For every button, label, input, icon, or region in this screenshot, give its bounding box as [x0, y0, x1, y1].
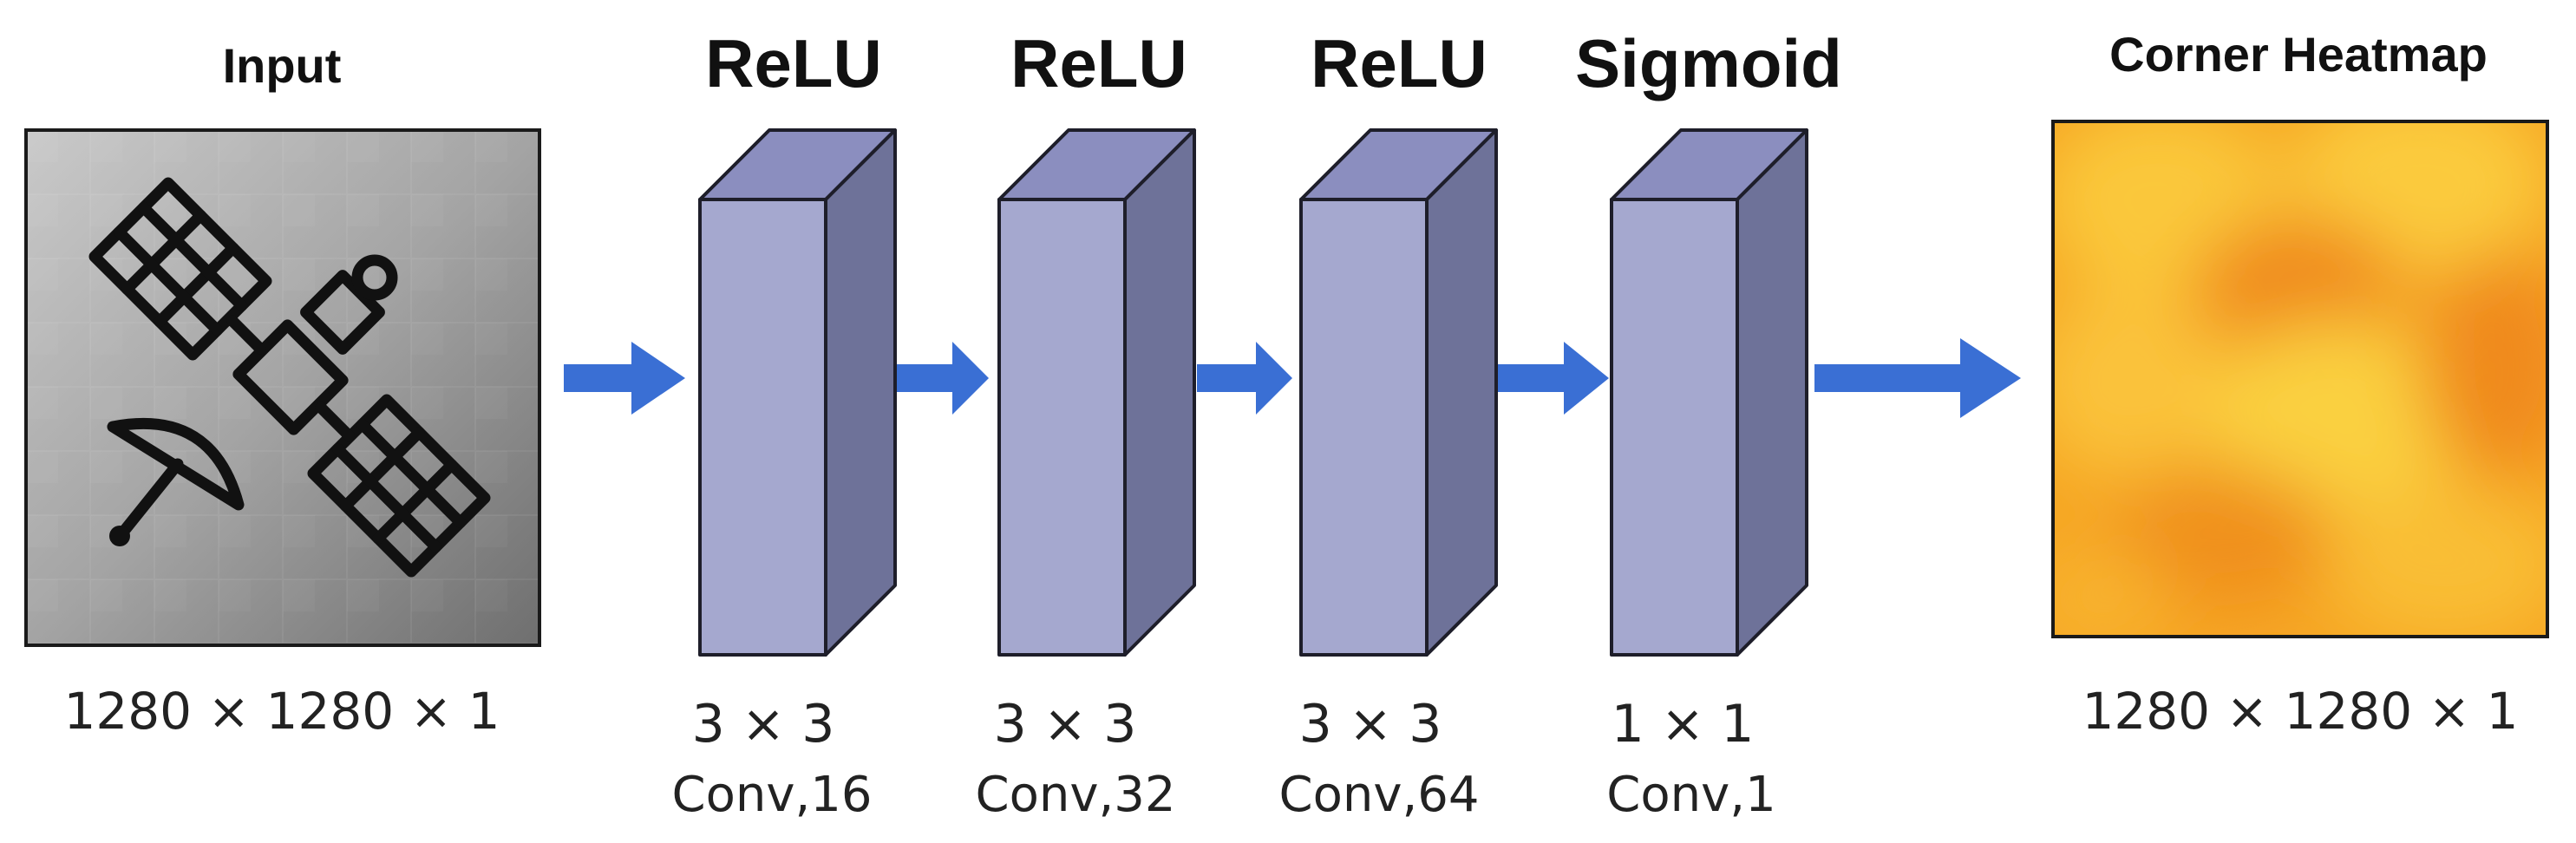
arrow-layer4-to-output	[1814, 338, 2021, 418]
conv-block-2	[997, 128, 1196, 657]
output-title: Corner Heatmap	[2109, 27, 2488, 82]
conv-block-3	[1299, 128, 1498, 657]
input-title: Input	[223, 38, 342, 93]
layer-1-activation: ReLU	[705, 25, 882, 101]
layer-4: Sigmoid 1 × 1 Conv,1	[1575, 25, 1842, 823]
layer-4-conv: Conv,1	[1606, 767, 1775, 823]
arrow-layer3-to-layer4	[1496, 342, 1609, 415]
input-image	[24, 128, 541, 647]
corner-heatmap	[2051, 120, 2549, 638]
layer-1-kernel: 3 × 3	[692, 694, 835, 755]
layer-2-kernel: 3 × 3	[994, 694, 1137, 755]
arrow-layer1-to-layer2	[893, 342, 989, 415]
output-dimensions: 1280 × 1280 × 1	[2082, 682, 2518, 741]
conv-block-1	[698, 128, 897, 657]
conv-block-4	[1610, 128, 1808, 657]
layer-4-kernel: 1 × 1	[1612, 694, 1755, 755]
satellite-icon	[88, 177, 491, 578]
layer-3-activation: ReLU	[1311, 25, 1487, 101]
flow-arrows	[564, 338, 2021, 418]
layer-3: ReLU 3 × 3 Conv,64	[1278, 25, 1498, 823]
antenna-tip-icon	[109, 526, 130, 546]
layer-1: ReLU 3 × 3 Conv,16	[671, 25, 897, 823]
layer-3-conv: Conv,64	[1278, 767, 1479, 823]
layer-2-conv: Conv,32	[975, 767, 1175, 823]
layer-4-activation: Sigmoid	[1575, 25, 1842, 101]
layer-1-conv: Conv,16	[671, 767, 872, 823]
layer-2-activation: ReLU	[1010, 25, 1187, 101]
arrow-layer2-to-layer3	[1197, 342, 1292, 415]
arrow-input-to-layer1	[564, 342, 685, 415]
layer-2: ReLU 3 × 3 Conv,32	[975, 25, 1196, 823]
layer-3-kernel: 3 × 3	[1299, 694, 1442, 755]
input-dimensions: 1280 × 1280 × 1	[63, 682, 500, 741]
